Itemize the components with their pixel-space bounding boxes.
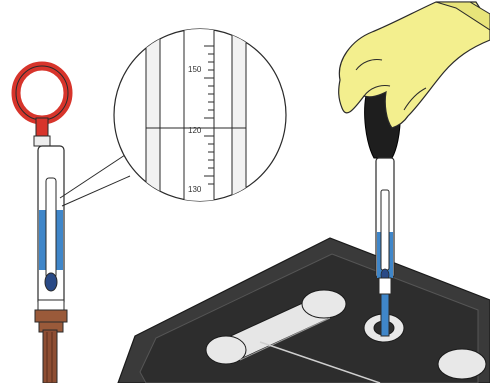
callout-line-bottom: [62, 176, 130, 206]
battery: [118, 238, 490, 383]
float: [46, 178, 56, 278]
scale-label-top: 150: [188, 65, 202, 74]
magnifier-callout: 150 120 130: [114, 20, 286, 220]
battery-cap-right: [438, 349, 486, 379]
gloved-hand-icon: [339, 2, 490, 128]
scale-label-middle: 120: [188, 126, 202, 135]
callout-line-top: [60, 155, 125, 198]
hydrometer-hose: [43, 330, 57, 383]
scale-label-bottom: 130: [188, 185, 202, 194]
left-hydrometer: [16, 66, 68, 383]
